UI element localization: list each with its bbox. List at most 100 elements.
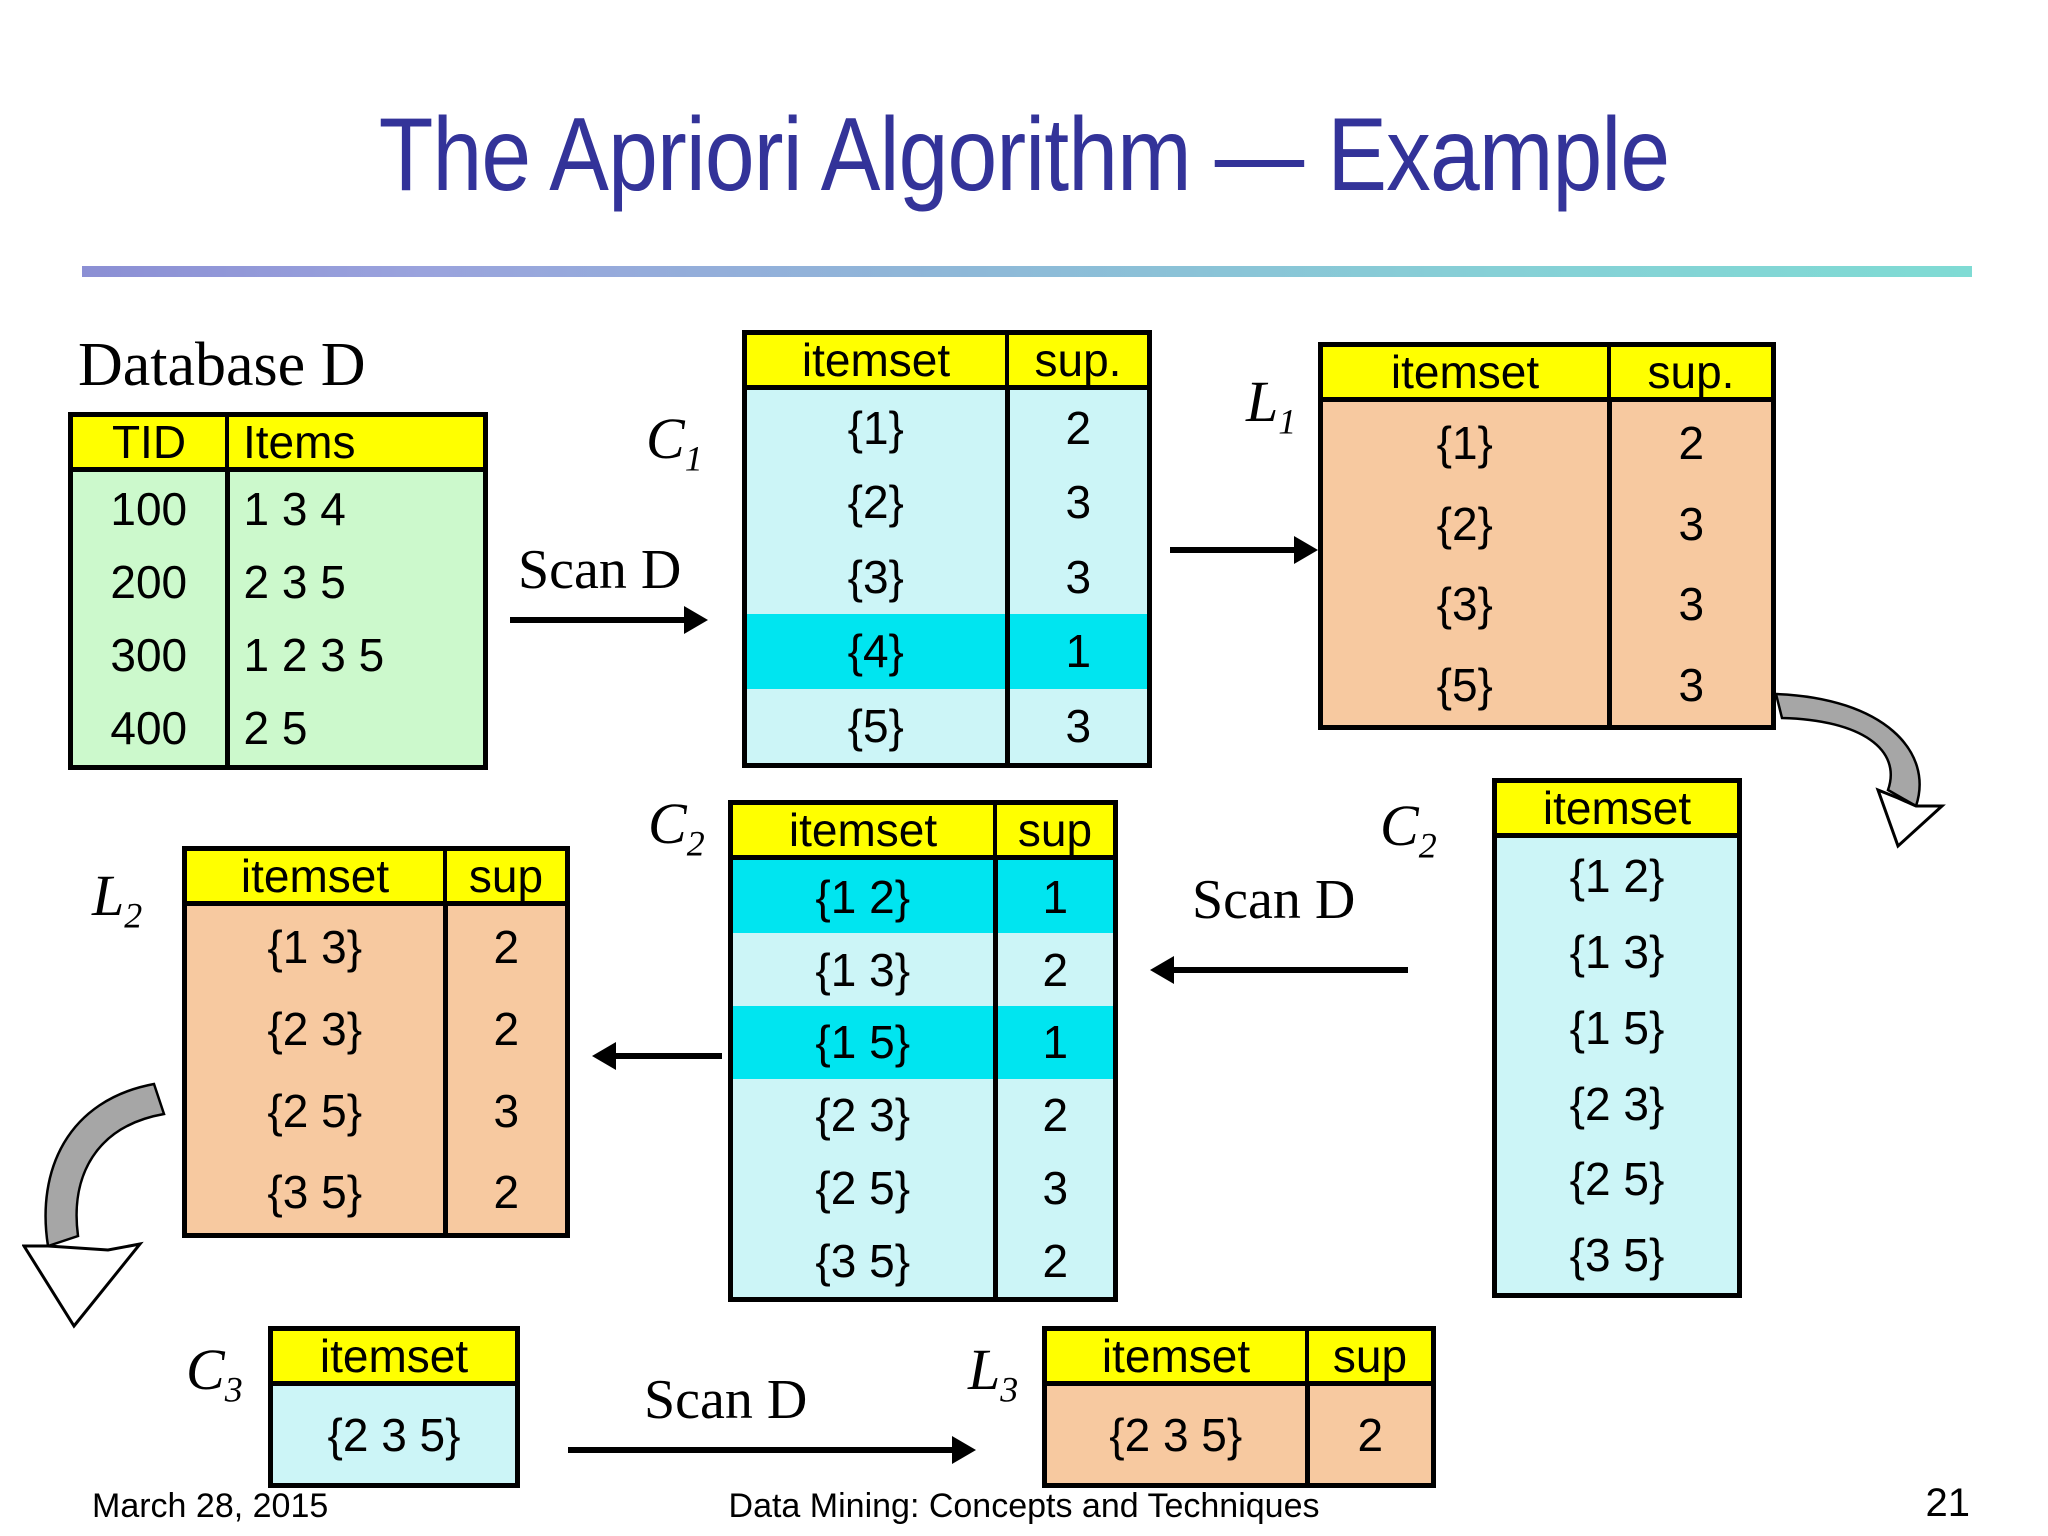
column-header-items: Items	[225, 417, 483, 472]
arrow-right-1	[508, 600, 708, 640]
scan-d-label-2: Scan D	[1192, 869, 1356, 931]
sup-cell: 1	[992, 1006, 1113, 1079]
scan-d-label-1: Scan D	[518, 539, 682, 601]
column-header-sup: sup	[993, 805, 1113, 860]
table-row: {1} 2	[1323, 399, 1771, 484]
db-items: 1 2 3 5	[224, 618, 483, 692]
table-row: {2} 3	[1323, 483, 1771, 564]
column-header-tid: TID	[73, 417, 227, 472]
column-header-itemset: itemset	[747, 335, 1007, 390]
sup-cell: 1	[1004, 614, 1147, 689]
c1-label-letter: C	[646, 406, 685, 471]
c2-right-table: itemset {1 2} {1 3} {1 5} {2 3} {2 5} {3…	[1492, 778, 1742, 1298]
table-row: {5} 3	[1323, 644, 1771, 725]
title-divider	[82, 266, 1972, 277]
itemset-cell: {1 2}	[1497, 835, 1737, 915]
column-header-itemset: itemset	[733, 805, 995, 860]
c3-table: itemset {2 3 5}	[268, 1326, 520, 1488]
c2-center-label-letter: C	[648, 791, 687, 856]
table-header-row: itemset	[1497, 783, 1737, 838]
table-row: {2} 3	[747, 465, 1147, 540]
table-row: {3 5} 2	[187, 1151, 565, 1233]
itemset-cell: {1 3}	[1497, 914, 1737, 991]
sup-cell: 1	[992, 857, 1113, 934]
table-row: 200 2 3 5	[73, 545, 483, 619]
arrow-right-2	[1168, 530, 1318, 570]
db-items: 1 3 4	[224, 469, 483, 546]
column-header-sup: sup	[1305, 1331, 1431, 1386]
table-header-row: itemset	[273, 1331, 515, 1386]
table-row: {2 3 5}	[273, 1383, 515, 1483]
sup-cell: 3	[1606, 563, 1771, 645]
table-row: {2 3} 2	[187, 988, 565, 1070]
itemset-cell: {3 5}	[1497, 1217, 1737, 1293]
c1-label: C1	[646, 405, 703, 480]
l3-label-letter: L	[968, 1337, 1001, 1402]
table-row: 300 1 2 3 5	[73, 618, 483, 692]
table-row-pruned: {1 5} 1	[733, 1006, 1113, 1079]
table-header-row: TID Items	[73, 417, 483, 472]
itemset-cell: {2}	[1323, 483, 1609, 564]
sup-cell: 3	[1606, 644, 1771, 725]
table-header-row: itemset sup	[733, 805, 1113, 860]
l2-label-letter: L	[92, 863, 125, 928]
itemset-cell: {3 5}	[733, 1224, 995, 1297]
table-row-pruned: {1 2} 1	[733, 857, 1113, 934]
sup-cell: 3	[992, 1151, 1113, 1225]
sup-cell: 3	[1004, 465, 1147, 540]
table-header-row: itemset sup.	[747, 335, 1147, 390]
c1-table: itemset sup. {1} 2 {2} 3 {3} 3 {4}	[742, 330, 1152, 768]
itemset-cell: {2 3 5}	[1047, 1383, 1307, 1483]
c2-center-table: itemset sup {1 2} 1 {1 3} 2 {1 5} 1	[728, 800, 1118, 1302]
table-header-row: itemset sup	[187, 851, 565, 906]
footer-title: Data Mining: Concepts and Techniques	[728, 1487, 1320, 1525]
itemset-cell: {1 3}	[733, 933, 995, 1007]
sup-cell: 3	[1004, 688, 1147, 763]
itemset-cell: {1 2}	[733, 857, 995, 934]
itemset-cell: {2 5}	[1497, 1141, 1737, 1218]
column-header-sup: sup.	[1005, 335, 1147, 390]
c1-label-subscript: 1	[684, 438, 703, 479]
itemset-cell: {2 3}	[1497, 1065, 1737, 1142]
itemset-cell: {2 5}	[187, 1069, 445, 1152]
l2-table: itemset sup {1 3} 2 {2 3} 2 {2 5} 3	[182, 846, 570, 1238]
l1-label-letter: L	[1246, 369, 1279, 434]
arrow-left-1	[1150, 950, 1410, 990]
c3-label-subscript: 3	[224, 1369, 243, 1410]
c2-right-label-subscript: 2	[1418, 825, 1437, 866]
c2-right-label: C2	[1380, 792, 1437, 867]
table-row: {2 3} 2	[733, 1078, 1113, 1152]
curved-arrow-down-right-icon	[1766, 686, 1946, 866]
table-row: {3 5}	[1497, 1217, 1737, 1293]
column-header-itemset: itemset	[187, 851, 445, 906]
c2-right-label-letter: C	[1380, 793, 1419, 858]
c2-center-label-subscript: 2	[686, 823, 705, 864]
column-header-itemset: itemset	[1497, 783, 1737, 838]
sup-cell: 2	[992, 1224, 1113, 1297]
table-row: {2 5} 3	[187, 1069, 565, 1152]
l3-label: L3	[968, 1336, 1018, 1411]
itemset-cell: {2 5}	[733, 1151, 995, 1225]
sup-cell: 2	[1004, 387, 1147, 466]
sup-cell: 2	[1606, 399, 1771, 484]
slide-number: 21	[1925, 1481, 1971, 1525]
l2-label-subscript: 2	[124, 895, 143, 936]
l3-table: itemset sup {2 3 5} 2	[1042, 1326, 1436, 1488]
db-tid: 300	[73, 618, 227, 692]
itemset-cell: {1}	[747, 387, 1007, 466]
table-row: {2 3}	[1497, 1065, 1737, 1142]
sup-cell: 2	[442, 1151, 565, 1233]
table-row: {2 5} 3	[733, 1151, 1113, 1225]
itemset-cell: {2 3}	[187, 988, 445, 1070]
sup-cell: 2	[992, 933, 1113, 1007]
l1-table: itemset sup. {1} 2 {2} 3 {3} 3 {5}	[1318, 342, 1776, 730]
table-header-row: itemset sup	[1047, 1331, 1431, 1386]
table-row: {2 5}	[1497, 1141, 1737, 1218]
l1-label: L1	[1246, 368, 1296, 443]
page-title: The Apriori Algorithm — Example	[378, 97, 1670, 213]
curved-arrow-down-left-icon	[22, 1078, 202, 1338]
itemset-cell: {5}	[1323, 644, 1609, 725]
column-header-sup: sup	[443, 851, 565, 906]
arrow-right-3	[566, 1430, 976, 1470]
